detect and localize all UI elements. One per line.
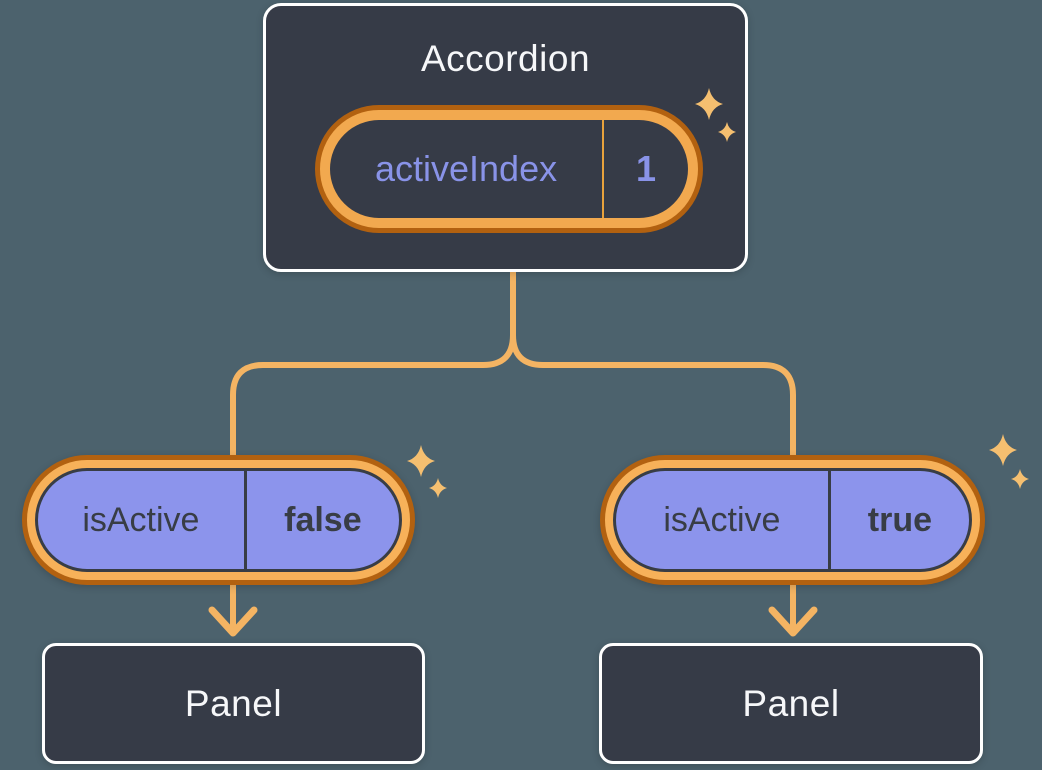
prop-pill-isactive-right: isActive true	[600, 455, 985, 585]
prop-label: isActive	[663, 500, 781, 539]
panel-box-left: Panel	[42, 643, 425, 764]
prop-value: true	[867, 500, 933, 539]
state-label: activeIndex	[374, 148, 558, 189]
prop-pill-isactive-left: isActive false	[22, 455, 415, 585]
prop-pill-body: isActive true	[613, 468, 972, 572]
arrow-down-icon	[208, 584, 258, 637]
branch-line-right	[510, 272, 796, 455]
sparkle-icon	[989, 434, 1029, 489]
accordion-component-box: Accordion activeIndex 1	[263, 3, 748, 272]
panel-box-right: Panel	[599, 643, 983, 764]
state-pill-body: activeIndex 1	[330, 120, 688, 218]
state-pill-activeindex: activeIndex 1	[315, 105, 703, 233]
accordion-title: Accordion	[420, 38, 591, 79]
branch-line-left	[230, 272, 516, 455]
prop-value: false	[284, 500, 362, 539]
sparkle-icon	[407, 445, 447, 498]
prop-pill-divider	[243, 471, 247, 569]
arrow-down-icon	[768, 584, 818, 637]
prop-pill-divider	[827, 471, 831, 569]
state-value: 1	[636, 148, 657, 189]
prop-label: isActive	[82, 500, 200, 539]
prop-pill-body: isActive false	[35, 468, 402, 572]
state-pill-divider	[602, 120, 605, 218]
